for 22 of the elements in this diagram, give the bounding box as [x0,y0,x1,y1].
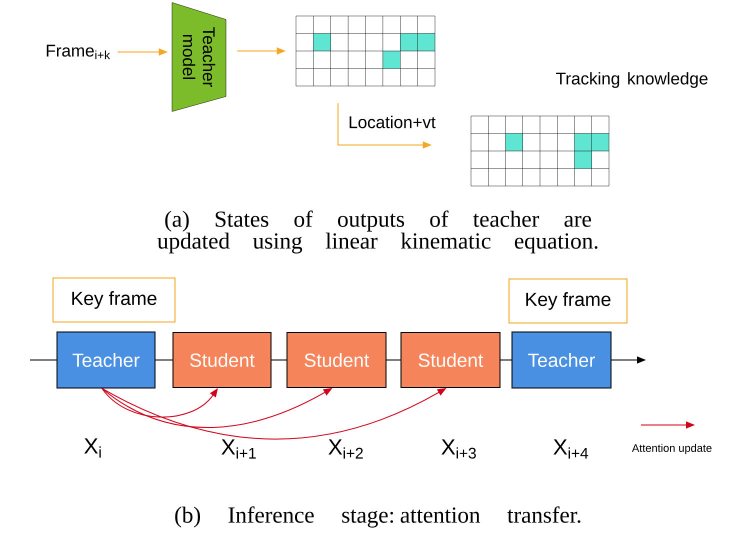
frame-label: Frame$_{i+k}$ [46,44,110,60]
model-trapezoid: Teacher model [172,2,226,112]
process-box: Student [400,332,500,388]
sequence-label: X$_{i+4}$ [553,439,588,459]
tracking-label: Tracking knowledge [556,72,708,88]
edge-label: Location+vt [347,114,437,130]
sequence-label: X$_{i+1}$ [221,439,256,459]
sequence-label: X$_{i}$ [84,438,101,458]
caption: (b) Inference stage: attention transfer. [175,506,580,528]
process-box: Student [172,332,272,388]
sequence-label: X$_{i+2}$ [328,439,363,459]
caption: (a) States of outputs of teacher are updated using linear kinematic equation. [157,210,598,254]
grid-drawing [470,116,610,186]
legend-label: Attention update [632,444,712,454]
process-box: Student [286,332,386,388]
sequence-label: X$_{i+3}$ [441,439,476,459]
process-box: Teacher [56,332,156,388]
arrow [102,388,218,418]
process-box: Teacher [512,332,612,388]
process-box: Key frame [52,278,176,322]
process-box: Key frame [508,278,628,324]
grid-drawing [296,16,436,86]
